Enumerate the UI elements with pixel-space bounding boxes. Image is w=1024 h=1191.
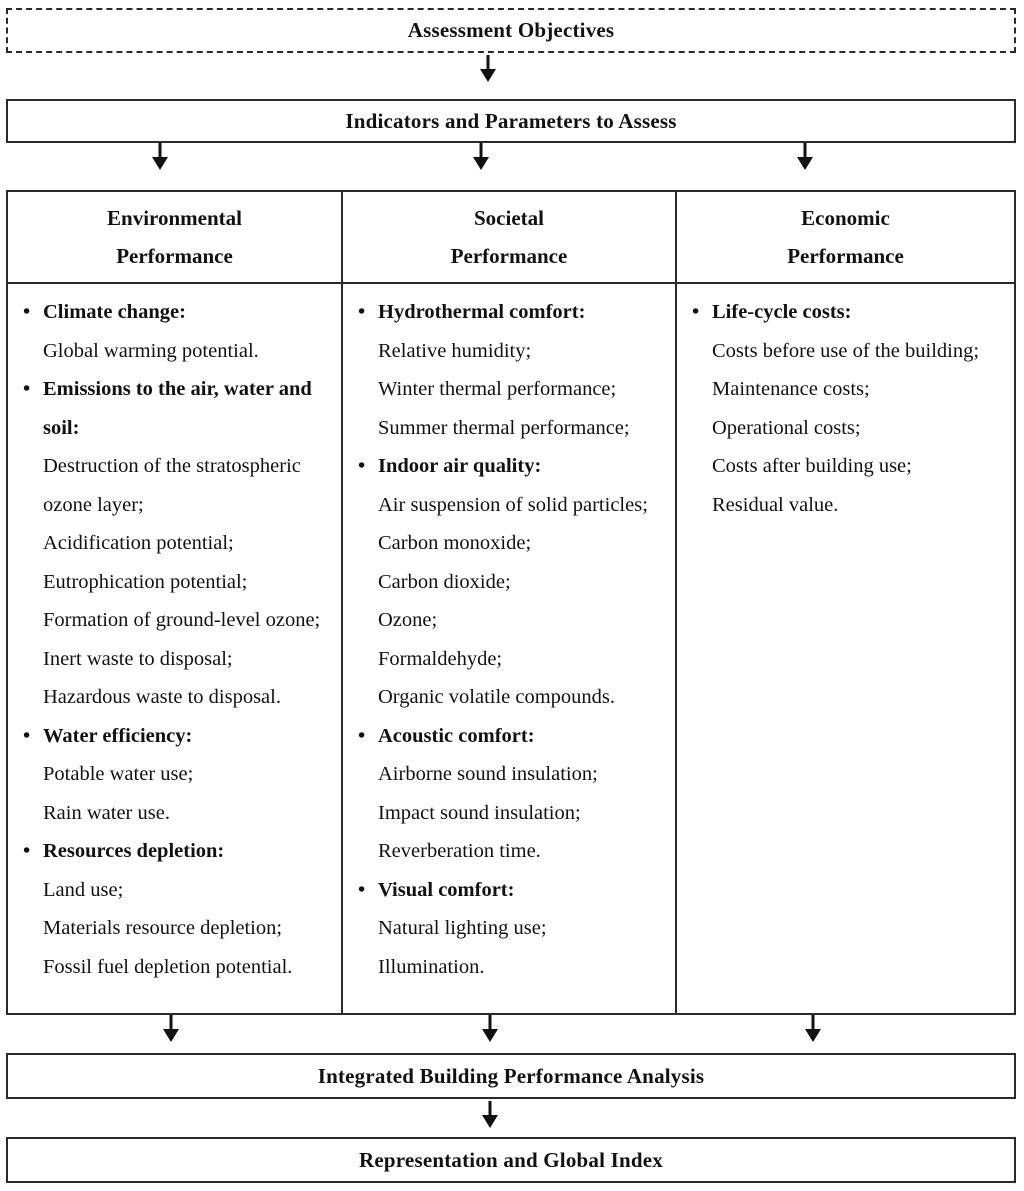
item-detail: Carbon dioxide; — [378, 570, 511, 593]
bullet-icon: • — [358, 455, 366, 477]
item-detail: Natural lighting use; — [378, 917, 547, 939]
item-detail: Residual value. — [712, 493, 839, 516]
item-detail: Fossil fuel depletion potential. — [43, 955, 293, 978]
bullet-icon: • — [358, 724, 366, 747]
item-title: Acoustic comfort: — [378, 724, 535, 747]
item-detail: Organic volatile compounds. — [378, 686, 616, 708]
item-detail: Carbon monoxide; — [378, 532, 532, 554]
column-header-economic: Economic Performance — [677, 192, 1014, 284]
item-detail: Operational costs; — [712, 416, 861, 439]
performance-table: Environmental Performance Societal Perfo… — [6, 190, 1016, 1015]
integrated-analysis-box: Integrated Building Performance Analysis — [6, 1053, 1016, 1099]
arrow-down-icon — [163, 1015, 179, 1042]
bullet-icon: • — [23, 378, 31, 400]
item-detail: Airborne sound insulation; — [378, 763, 598, 785]
bullet-icon: • — [23, 840, 31, 862]
item-detail: Winter thermal performance; — [378, 378, 617, 400]
item-detail: Illumination. — [378, 955, 485, 978]
item-title: Indoor air quality: — [378, 455, 542, 477]
list-item: • Resources depletion: Land use; Materials … — [14, 832, 337, 986]
bullet-icon: • — [358, 878, 366, 901]
column-header-line: Performance — [787, 244, 904, 268]
item-detail: Global warming potential. — [43, 339, 259, 362]
assessment-objectives-box: Assessment Objectives — [6, 8, 1016, 53]
arrow-down-icon — [805, 1015, 821, 1042]
item-detail: Maintenance costs; — [712, 378, 870, 400]
list-item: • Acoustic comfort: Airborne sound insulat… — [349, 717, 671, 871]
list-item: • Climate change: Global warming potential… — [14, 293, 337, 370]
item-title: Life-cycle costs: — [712, 301, 852, 323]
list-item: • Life-cycle costs: Costs before use of th… — [683, 293, 1010, 524]
column-header-line: Economic — [801, 205, 890, 230]
column-header-societal: Societal Performance — [343, 192, 677, 284]
item-detail: Land use; — [43, 878, 124, 901]
column-body-environmental: • Climate change: Global warming potential… — [8, 284, 343, 1013]
item-detail: Acidification potential; — [43, 532, 234, 554]
item-detail: Hazardous waste to disposal. — [43, 686, 281, 708]
integrated-analysis-label: Integrated Building Performance Analysis — [317, 1063, 705, 1088]
list-item: • Emissions to the air, water and soil: De… — [14, 370, 337, 717]
bullet-icon: • — [23, 724, 31, 747]
arrow-down-icon — [473, 143, 489, 170]
column-header-environmental: Environmental Performance — [8, 192, 343, 284]
item-title: Hydrothermal comfort: — [378, 301, 586, 323]
bullet-icon: • — [358, 301, 366, 323]
item-title: Water efficiency: — [43, 724, 193, 747]
item-detail: Eutrophication potential; — [43, 570, 248, 593]
item-detail: Inert waste to disposal; — [43, 647, 233, 670]
column-body-economic: • Life-cycle costs: Costs before use of th… — [677, 284, 1014, 1013]
list-item: • Indoor air quality: Air suspension of so… — [349, 447, 671, 717]
item-detail: Air suspension of solid particles; — [378, 493, 648, 516]
item-title: Emissions to the air, water and soil: — [43, 378, 312, 439]
assessment-objectives-label: Assessment Objectives — [407, 18, 615, 42]
representation-label: Representation and Global Index — [359, 1147, 663, 1172]
item-detail: Relative humidity; — [378, 339, 532, 362]
item-title: Resources depletion: — [43, 840, 225, 862]
list-item: • Hydrothermal comfort: Relative humidity;… — [349, 293, 671, 447]
item-detail: Destruction of the stratospheric ozone l… — [43, 455, 301, 516]
column-header-line: Societal — [474, 205, 544, 230]
representation-box: Representation and Global Index — [6, 1137, 1016, 1183]
item-detail: Rain water use. — [43, 801, 170, 824]
arrow-down-icon — [482, 1101, 498, 1128]
bullet-icon: • — [692, 301, 700, 323]
item-detail: Materials resource depletion; — [43, 917, 283, 939]
item-detail: Formation of ground-level ozone; — [43, 609, 321, 631]
bullet-icon: • — [23, 301, 31, 323]
arrow-down-icon — [480, 55, 496, 82]
item-detail: Costs after building use; — [712, 455, 912, 477]
item-detail: Reverberation time. — [378, 840, 541, 862]
column-header-line: Performance — [116, 244, 233, 268]
column-header-line: Environmental — [107, 205, 242, 230]
item-detail: Impact sound insulation; — [378, 801, 581, 824]
item-detail: Costs before use of the building; — [712, 339, 980, 362]
item-detail: Summer thermal performance; — [378, 416, 630, 439]
arrow-down-icon — [482, 1015, 498, 1042]
column-body-societal: • Hydrothermal comfort: Relative humidity;… — [343, 284, 677, 1013]
list-item: • Visual comfort: Natural lighting use; Ill… — [349, 871, 671, 987]
item-title: Visual comfort: — [378, 878, 515, 901]
column-header-line: Performance — [450, 244, 568, 268]
indicators-box: Indicators and Parameters to Assess — [6, 99, 1016, 143]
item-title: Climate change: — [43, 301, 186, 323]
arrow-down-icon — [152, 143, 168, 170]
list-item: • Water efficiency: Potable water use; Rain… — [14, 717, 337, 833]
item-detail: Formaldehyde; — [378, 647, 503, 670]
item-detail: Potable water use; — [43, 763, 194, 785]
arrow-down-icon — [797, 143, 813, 170]
indicators-label: Indicators and Parameters to Assess — [345, 108, 677, 133]
item-detail: Ozone; — [378, 609, 438, 631]
